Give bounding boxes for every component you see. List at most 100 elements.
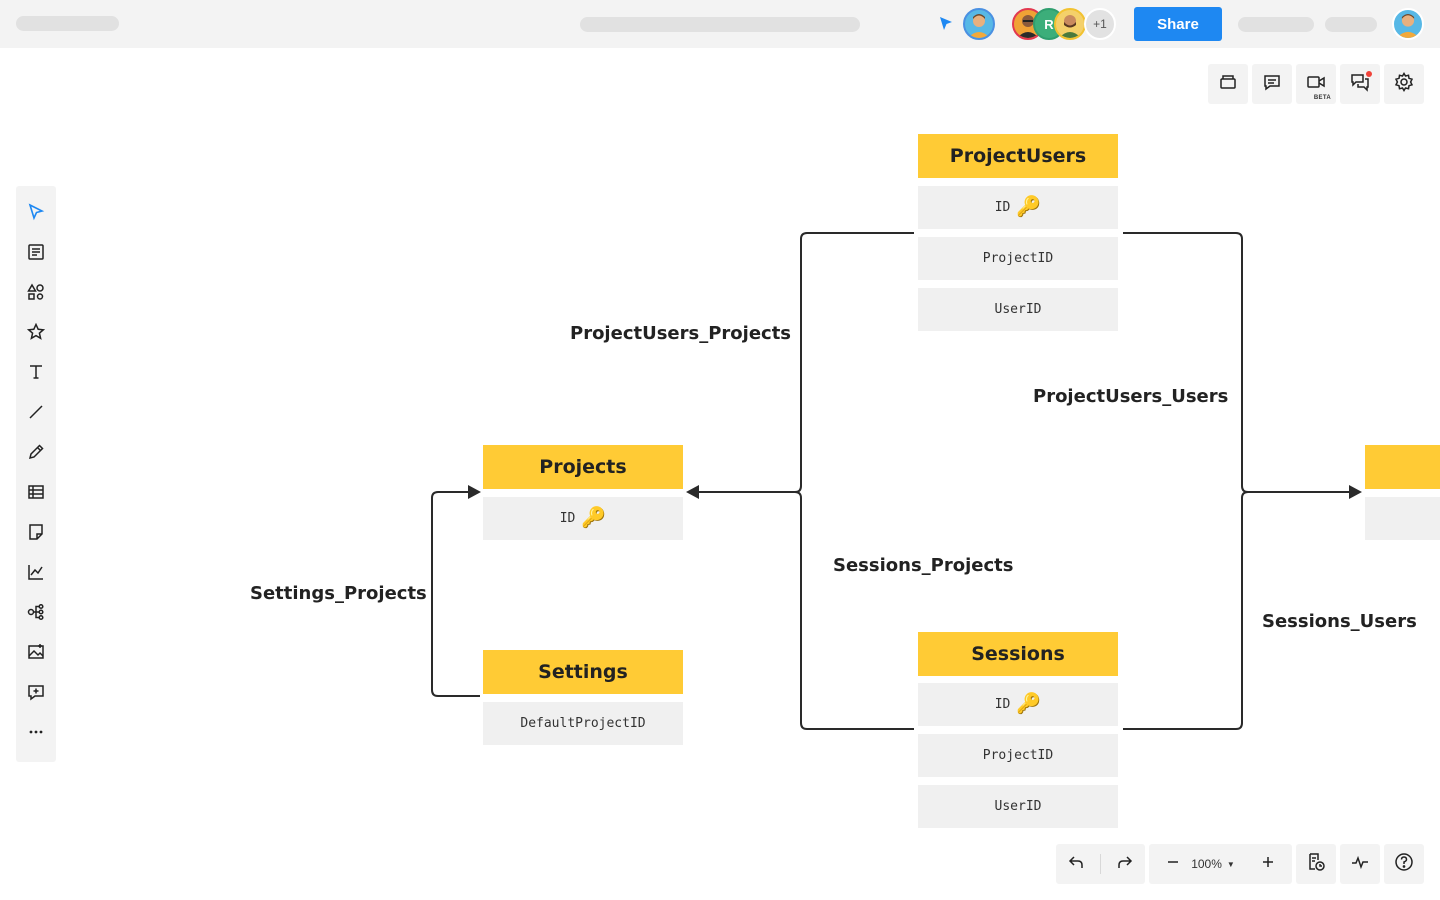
settings-button[interactable] [1384, 64, 1424, 104]
field-name: ID [994, 200, 1011, 215]
document-icon [27, 243, 45, 266]
comments-button[interactable] [1252, 64, 1292, 104]
board-history-group [1296, 844, 1336, 884]
zoom-out-button[interactable] [1153, 844, 1193, 884]
share-button[interactable]: Share [1134, 7, 1222, 41]
document-name-placeholder[interactable] [580, 17, 860, 32]
text-tool[interactable] [24, 362, 48, 386]
shapes-tool[interactable] [24, 282, 48, 306]
relationship-label-sessions-users[interactable]: Sessions_Users [1262, 611, 1417, 632]
line-icon [27, 403, 45, 426]
document-title-placeholder[interactable] [16, 16, 119, 31]
field-name: ID [559, 511, 576, 526]
icons-tool[interactable] [24, 322, 48, 346]
entity-settings-title[interactable]: Settings [483, 650, 683, 694]
zoom-in-button[interactable] [1248, 844, 1288, 884]
cursor-pointer-icon [938, 16, 954, 37]
chat-button[interactable] [1340, 64, 1380, 104]
image-icon [27, 643, 45, 666]
zoom-level-dropdown[interactable]: 100% ▼ [1185, 844, 1241, 884]
comment-tool[interactable] [24, 682, 48, 706]
chart-tool[interactable] [24, 562, 48, 586]
field-name: ID [994, 697, 1011, 712]
video-camera-icon [1306, 72, 1326, 97]
entity-sessions-title[interactable]: Sessions [918, 632, 1118, 676]
left-toolbar [16, 186, 56, 762]
divider [1100, 854, 1101, 874]
pages-button[interactable] [1208, 64, 1248, 104]
beta-badge: BETA [1313, 95, 1331, 101]
undo-button[interactable] [1056, 844, 1096, 884]
connector-projectusers-projects [698, 232, 914, 493]
entity-users-title-clipped[interactable] [1365, 445, 1440, 489]
relationship-label-projectusers-projects[interactable]: ProjectUsers_Projects [570, 323, 792, 344]
current-user-avatar[interactable] [963, 8, 995, 40]
activity-group [1340, 844, 1380, 884]
sticky-note-icon [27, 523, 45, 546]
relationship-label-sessions-projects[interactable]: Sessions_Projects [833, 555, 1014, 576]
plus-icon [1261, 855, 1275, 874]
arrowhead-projects-left [468, 485, 481, 499]
zoom-level: 100% [1191, 857, 1222, 871]
table-icon [27, 483, 45, 506]
help-button[interactable] [1384, 844, 1424, 884]
connector-sessions-users [1123, 491, 1249, 730]
entity-sessions-field-id[interactable]: ID 🔑 [918, 683, 1118, 726]
minus-icon [1166, 855, 1180, 874]
board-history-button[interactable] [1296, 844, 1336, 884]
ellipsis-icon [27, 723, 45, 746]
select-tool[interactable] [24, 202, 48, 226]
entity-projectusers-title[interactable]: ProjectUsers [918, 134, 1118, 178]
notification-dot [1366, 71, 1372, 77]
entity-projects-title[interactable]: Projects [483, 445, 683, 489]
entity-sessions-field-projectid[interactable]: ProjectID [918, 734, 1118, 777]
sticky-note-tool[interactable] [24, 522, 48, 546]
activity-button[interactable] [1340, 844, 1380, 884]
table-tool[interactable] [24, 482, 48, 506]
video-chat-button[interactable]: BETA [1296, 64, 1336, 104]
history-icon [1306, 852, 1326, 877]
entity-projects-field-id[interactable]: ID 🔑 [483, 497, 683, 540]
help-icon [1394, 852, 1414, 877]
top-bar: R +1 Share [0, 0, 1440, 48]
line-chart-icon [27, 563, 45, 586]
collaborator-avatar-2[interactable] [1054, 8, 1086, 40]
primary-key-icon: 🔑 [1016, 690, 1042, 715]
chevron-down-icon: ▼ [1226, 859, 1235, 869]
pages-icon [1218, 72, 1238, 97]
pen-tool[interactable] [24, 442, 48, 466]
line-tool[interactable] [24, 402, 48, 426]
shapes-icon [27, 283, 45, 306]
relationship-label-settings-projects[interactable]: Settings_Projects [250, 583, 427, 604]
connector-projectusers-users [1123, 232, 1352, 493]
redo-button[interactable] [1105, 844, 1145, 884]
history-controls [1056, 844, 1145, 884]
add-comment-icon [27, 683, 45, 706]
pulse-icon [1350, 852, 1370, 877]
zoom-controls: 100% ▼ [1149, 844, 1292, 884]
cursor-arrow-icon [27, 202, 45, 226]
comment-icon [1262, 72, 1282, 97]
entity-projectusers-field-userid[interactable]: UserID [918, 288, 1118, 331]
image-tool[interactable] [24, 642, 48, 666]
mindmap-tool[interactable] [24, 602, 48, 626]
account-avatar[interactable] [1392, 8, 1424, 40]
entity-users-field-clipped[interactable] [1365, 497, 1440, 540]
text-icon [27, 363, 45, 386]
entity-sessions-field-userid[interactable]: UserID [918, 785, 1118, 828]
collaborator-initial: R [1044, 16, 1054, 32]
primary-key-icon: 🔑 [581, 504, 607, 529]
menu-placeholder-1[interactable] [1238, 17, 1314, 32]
connector-sessions-projects [794, 491, 914, 730]
entity-projectusers-field-projectid[interactable]: ProjectID [918, 237, 1118, 280]
templates-tool[interactable] [24, 242, 48, 266]
entity-projectusers-field-id[interactable]: ID 🔑 [918, 186, 1118, 229]
menu-placeholder-2[interactable] [1325, 17, 1377, 32]
help-group [1384, 844, 1424, 884]
extra-collaborators-count[interactable]: +1 [1084, 8, 1116, 40]
relationship-label-projectusers-users[interactable]: ProjectUsers_Users [1033, 386, 1229, 407]
entity-settings-field-defaultprojectid[interactable]: DefaultProjectID [483, 702, 683, 745]
more-tools-button[interactable] [24, 722, 48, 746]
